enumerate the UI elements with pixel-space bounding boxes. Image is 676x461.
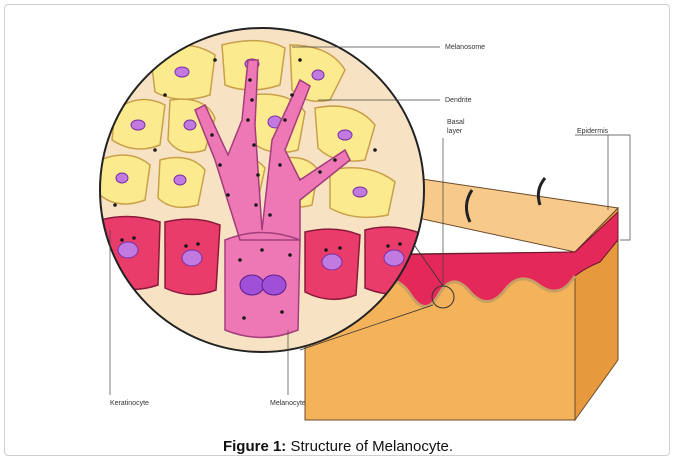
- label-keratinocyte: Keratinocyte: [110, 400, 149, 407]
- label-melanosome: Melanosome: [445, 44, 485, 51]
- caption-label: Figure 1:: [223, 438, 286, 455]
- figure-caption: Figure 1: Structure of Melanocyte.: [0, 438, 676, 455]
- label-basal-line1: Basal: [447, 119, 465, 126]
- caption-text: Structure of Melanocyte.: [286, 438, 453, 455]
- label-basal-line2: layer: [447, 128, 463, 135]
- label-melanocyte: Melanocyte: [270, 400, 306, 407]
- label-dendrite: Dendrite: [445, 97, 472, 104]
- label-epidermis: Epidermis: [577, 128, 609, 135]
